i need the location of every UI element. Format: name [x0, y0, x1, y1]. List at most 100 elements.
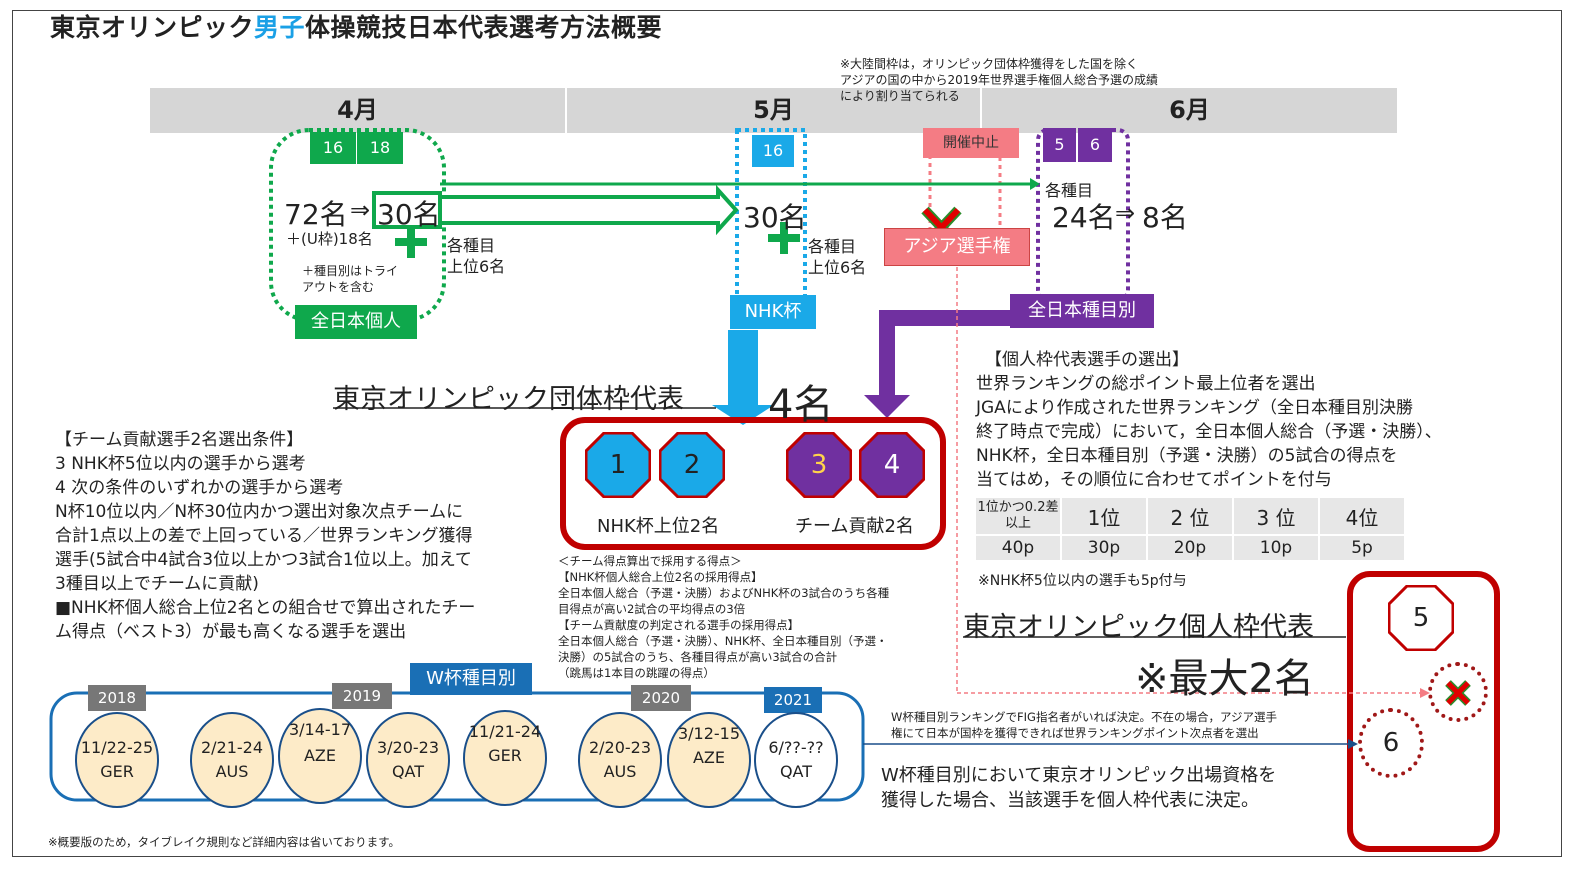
team-count: 4名: [768, 382, 834, 428]
date-box: 5: [1043, 128, 1076, 162]
count-result: 30名: [377, 198, 441, 231]
player-badge: 3: [786, 432, 852, 498]
fig-note-line: W杯種目別ランキングでFIG指名者がいれば決定。不在の場合，アジア選手: [891, 710, 1277, 724]
points-line: 決勝）の5試合のうち、各種目得点が高い3試合の合計: [558, 650, 838, 664]
outer-frame: [12, 10, 1562, 857]
year-badge: 2021: [764, 687, 822, 713]
nhk-label: NHK杯: [730, 295, 816, 329]
wcup-note-line: W杯種目別において東京オリンピック出場資格を: [881, 765, 1277, 786]
table-cell: 40p: [974, 534, 1062, 562]
condition-line: 4 次の条件のいずれかの選手から選考: [55, 478, 344, 498]
wcup-note-line: 獲得した場合、当該選手を個人枠代表に決定。: [881, 790, 1259, 811]
ranking-points-table: 1位かつ0.2差以上 1位 2 位 3 位 4位 40p 30p 20p 10p…: [974, 496, 1406, 562]
table-header: 2 位: [1146, 496, 1234, 536]
selection-line: 【個人枠代表選手の選出】: [985, 350, 1189, 370]
year-badge: 2019: [332, 683, 392, 709]
continental-note-line: により割り当てられる: [840, 89, 960, 103]
date-box: 18: [357, 132, 403, 164]
arrow-symbol: ⇒: [1115, 199, 1136, 227]
placeholder-circle: [1428, 662, 1488, 722]
team-heading: 東京オリンピック団体枠代表: [333, 384, 684, 415]
player-badge: 2: [659, 432, 725, 498]
each-event-text: 各種目: [1045, 181, 1094, 200]
event-count-start: 24名: [1052, 201, 1116, 234]
table-header: 4位: [1318, 496, 1406, 536]
event-top-text: 上位6名: [808, 258, 867, 277]
table-cell: 10p: [1232, 534, 1320, 562]
condition-line: 3 NHK杯5位以内の選手から選考: [55, 454, 306, 474]
cross-icon: [1445, 680, 1471, 706]
points-line: ＜チーム得点算出で採用する得点＞: [558, 554, 742, 568]
wcup-event: 6/??-??QAT: [754, 712, 838, 808]
u-frame-text: ＋(U枠)18名: [286, 230, 373, 248]
tryout-text: アウトを含む: [302, 280, 375, 294]
nhk-count: 30名: [743, 201, 807, 234]
player-badge: 6: [1358, 708, 1424, 778]
tryout-text: ＋種目別はトライ: [302, 264, 399, 278]
selection-line: JGAにより作成された世界ランキング（全日本種目別決勝: [976, 398, 1413, 418]
points-line: 全日本個人総合（予選・決勝）、NHK杯、全日本種目別（予選・: [558, 634, 888, 648]
table-header: 3 位: [1232, 496, 1320, 536]
selection-line: NHK杯，全日本種目別（予選・決勝）の5試合の得点を: [976, 446, 1398, 466]
player-badge: 4: [859, 432, 925, 498]
table-cell: 20p: [1146, 534, 1234, 562]
condition-line: 選手(5試合中4試合3位以上かつ3試合1位以上。加えて: [55, 550, 472, 570]
condition-line: ム得点（ベスト3）が最も高くなる選手を選出: [55, 622, 407, 642]
nhk-note: ※NHK杯5位以内の選手も5p付与: [978, 573, 1187, 589]
individual-heading: 東京オリンピック個人枠代表: [963, 612, 1314, 643]
date-box: 16: [752, 135, 794, 167]
selection-line: 終了時点で完成）において，全日本個人総合（予選・決勝）、: [976, 422, 1442, 442]
event-top-text: 各種目: [447, 236, 496, 255]
selection-line: 世界ランキングの総ポイント最上位者を選出: [976, 374, 1316, 394]
selection-line: 当てはめ，その順位に合わせてポイントを付与: [976, 470, 1332, 490]
condition-line: N杯10位以内／N杯30位内かつ選出対象次点チームに: [55, 502, 464, 522]
event-champ-label: 全日本種目別: [1010, 294, 1154, 328]
player-badge: 1: [585, 432, 651, 498]
points-line: 目得点が高い2試合の平均得点の3倍: [558, 602, 746, 616]
year-badge: 2018: [88, 685, 146, 711]
condition-line: 合計1点以上の差で上回っている／世界ランキング獲得: [55, 526, 473, 546]
month-april: 4月: [337, 96, 378, 124]
condition-line: 3種目以上でチームに貢献): [55, 574, 259, 594]
count-start: 72名: [284, 198, 348, 231]
event-top-text: 各種目: [808, 237, 857, 256]
table-cell: 5p: [1318, 534, 1406, 562]
points-line: 【NHK杯個人総合上位2名の採用得点】: [558, 570, 763, 584]
fig-note-line: 権にて日本が国枠を獲得できれば世界ランキングポイント次点者を選出: [891, 726, 1259, 740]
event-top-text: 上位6名: [447, 257, 506, 276]
table-header: 1位: [1060, 496, 1148, 536]
event-count-result: 8名: [1142, 201, 1188, 234]
date-box: 6: [1078, 128, 1112, 162]
continental-note-line: アジアの国の中から2019年世界選手権個人総合予選の成績: [840, 73, 1159, 87]
date-box: 16: [310, 132, 356, 164]
points-line: （跳馬は1本目の跳躍の得点）: [558, 666, 715, 680]
month-may: 5月: [753, 96, 794, 124]
asia-cancel-badge: 開催中止: [923, 128, 1019, 158]
table-header: 1位かつ0.2差以上: [974, 496, 1062, 536]
nhk-top-caption: NHK杯上位2名: [597, 516, 720, 537]
footnote: ※概要版のため，タイブレイク規則など詳細内容は省いております。: [48, 835, 400, 849]
continental-note-line: ※大陸間枠は，オリンピック団体枠獲得をした国を除く: [840, 57, 1139, 71]
month-bar: 4月 5月 6月: [150, 88, 1397, 133]
condition-line: 【チーム貢献選手2名選出条件】: [55, 430, 304, 450]
month-june: 6月: [1169, 96, 1210, 124]
player-badge: 5: [1388, 585, 1454, 651]
table-cell: 30p: [1060, 534, 1148, 562]
page-title: 東京オリンピック男子体操競技日本代表選考方法概要: [50, 13, 663, 42]
year-badge: 2020: [631, 685, 691, 711]
points-line: 全日本個人総合（予選・決勝）およびNHK杯の3試合のうち各種: [558, 586, 890, 600]
condition-line: ■NHK杯個人総合上位2名との組合せで算出されたチー: [55, 598, 476, 618]
asia-label: アジア選手権: [884, 228, 1030, 266]
wcup-label: W杯種目別: [410, 663, 532, 695]
arrow-symbol: ⇒: [350, 196, 371, 224]
zennihon-kojin-label: 全日本個人: [295, 305, 417, 339]
contribution-caption: チーム貢献2名: [795, 516, 914, 537]
